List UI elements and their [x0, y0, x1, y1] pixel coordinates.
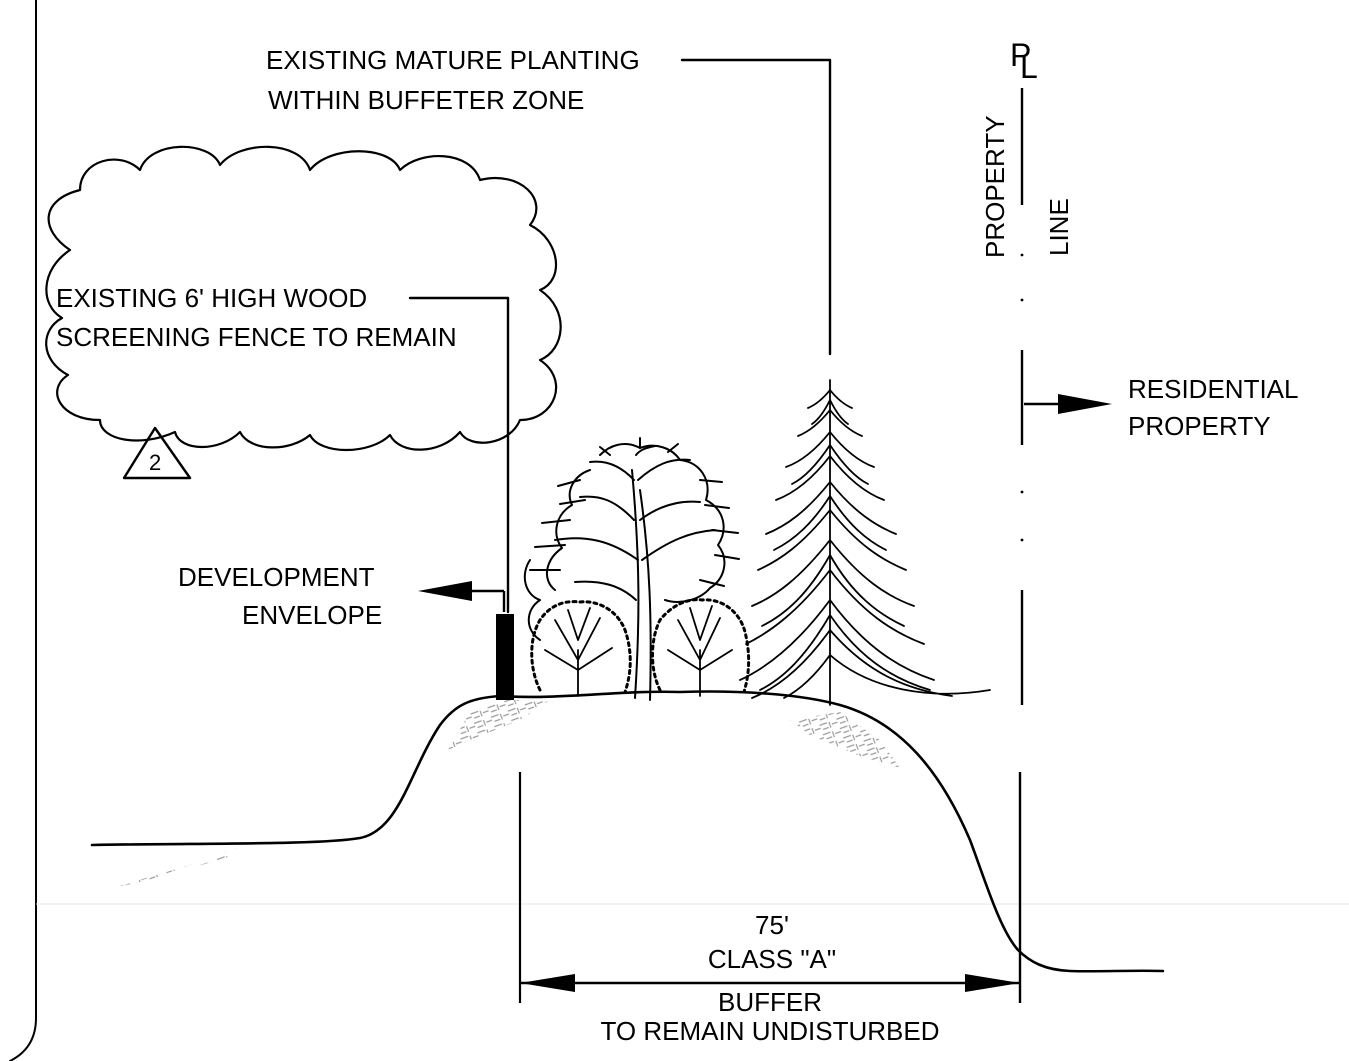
development-label-line1: DEVELOPMENT [178, 562, 375, 592]
deciduous-tree [523, 437, 740, 701]
sheet-border [9, 0, 37, 1061]
residential-label-line2: PROPERTY [1128, 411, 1271, 441]
buffer-dimension [518, 772, 1020, 1003]
development-arrow [418, 581, 506, 612]
soil-hatch [112, 700, 900, 888]
left-shrub [530, 600, 632, 697]
revision-cloud [45, 145, 562, 451]
wood-fence [496, 614, 514, 700]
property-label: PROPERTY [980, 115, 1010, 258]
ground-profile [90, 690, 1165, 973]
buffer-width-label: 75' [755, 910, 789, 940]
right-shrub [651, 598, 751, 697]
svg-text:P: P [1010, 37, 1031, 73]
buffer-word-label: BUFFER [718, 987, 822, 1017]
conifer-tree [739, 379, 991, 706]
planting-label-line2: WITHIN BUFFETER ZONE [268, 85, 584, 115]
buffer-note-label: TO REMAIN UNDISTURBED [601, 1016, 940, 1046]
planting-leader [680, 58, 832, 356]
line-label: LINE [1044, 198, 1074, 256]
fence-label-line2: SCREENING FENCE TO REMAIN [56, 322, 457, 352]
fence-label-line1: EXISTING 6' HIGH WOOD [56, 283, 367, 313]
property-line-symbol: P L [1010, 37, 1038, 85]
buffer-class-label: CLASS "A" [708, 944, 836, 974]
residential-arrow [1024, 394, 1112, 414]
residential-label-line1: RESIDENTIAL [1128, 374, 1299, 404]
revision-triangle [122, 426, 192, 480]
property-line [1018, 88, 1024, 1003]
revision-number: 2 [149, 450, 161, 475]
planting-label-line1: EXISTING MATURE PLANTING [266, 45, 640, 75]
development-label-line2: ENVELOPE [242, 600, 382, 630]
fence-leader [408, 296, 510, 614]
svg-text:L: L [1020, 49, 1038, 85]
